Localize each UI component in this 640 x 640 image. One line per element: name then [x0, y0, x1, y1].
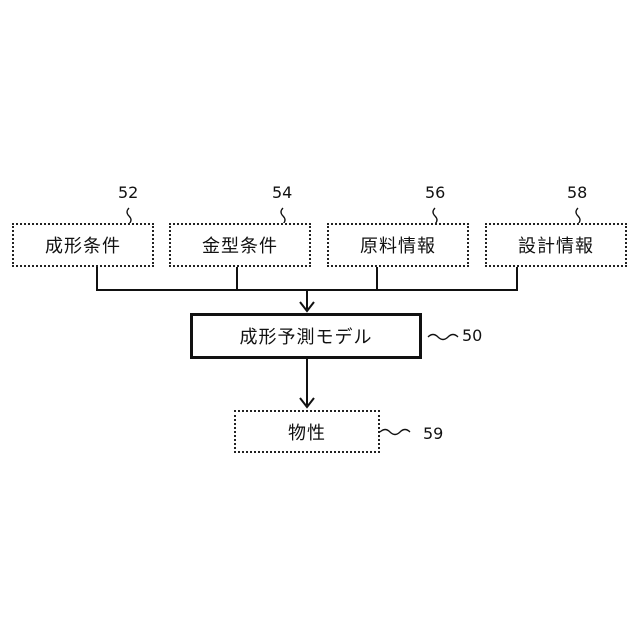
ref-52: 52	[118, 183, 138, 202]
leader-59	[380, 430, 410, 435]
leader-52	[127, 208, 131, 224]
leader-58	[576, 208, 580, 224]
ref-50: 50	[462, 326, 482, 345]
input-label: 原料情報	[360, 232, 436, 258]
input-label: 設計情報	[518, 232, 594, 258]
model-box: 成形予測モデル	[190, 313, 422, 359]
ref-54: 54	[272, 183, 292, 202]
ref-59: 59	[423, 424, 443, 443]
input-box-material-info: 原料情報	[327, 223, 469, 267]
ref-58: 58	[567, 183, 587, 202]
output-label: 物性	[288, 419, 326, 445]
input-box-design-info: 設計情報	[485, 223, 627, 267]
leader-54	[281, 208, 285, 224]
ref-56: 56	[425, 183, 445, 202]
input-box-molding-conditions: 成形条件	[12, 223, 154, 267]
leader-50	[428, 335, 458, 340]
model-label: 成形予測モデル	[240, 323, 373, 349]
input-label: 金型条件	[202, 232, 278, 258]
input-label: 成形条件	[45, 232, 121, 258]
input-box-mold-conditions: 金型条件	[169, 223, 311, 267]
leader-56	[433, 208, 437, 224]
output-box: 物性	[234, 410, 380, 453]
